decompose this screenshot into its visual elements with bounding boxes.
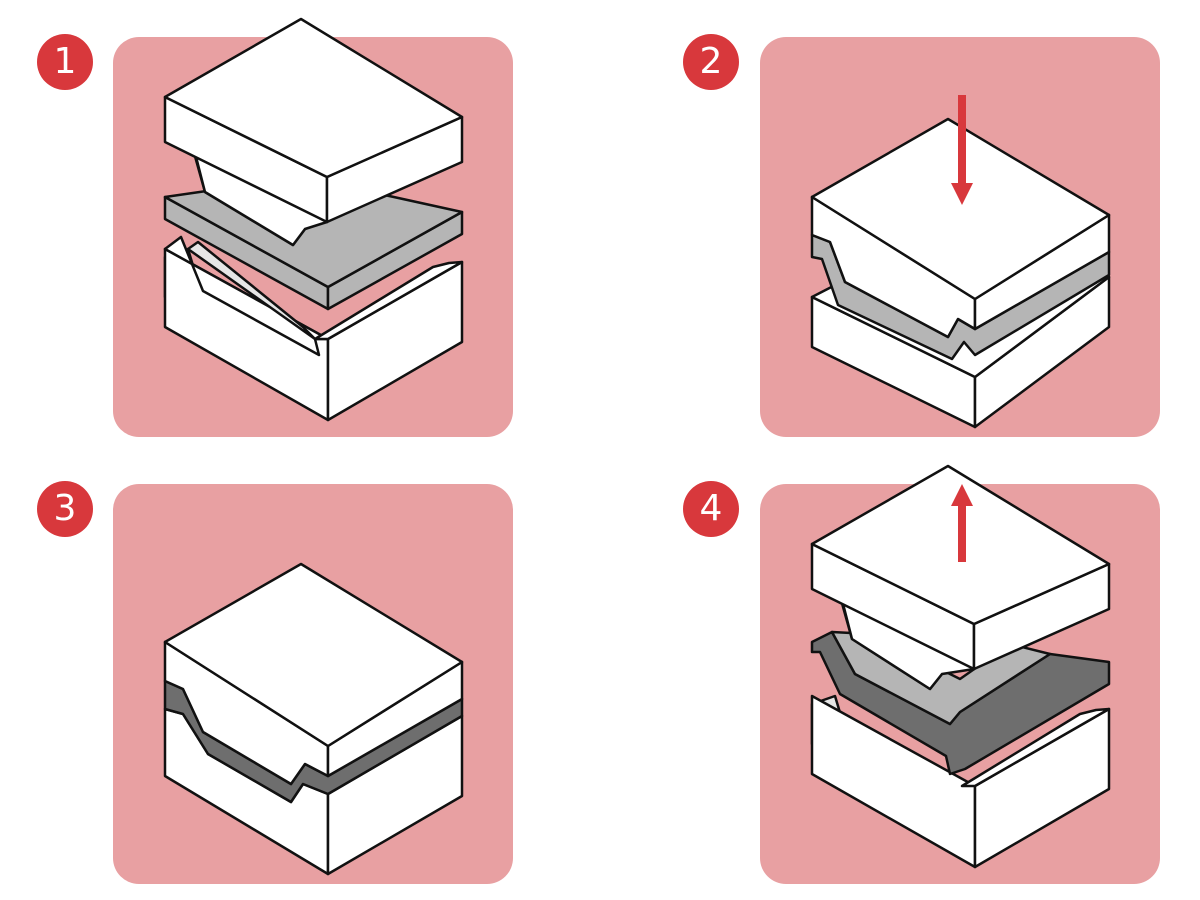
upper-mold-top-face xyxy=(810,117,1111,301)
step-2-panel xyxy=(760,37,1160,437)
lower-mold-right-rim xyxy=(313,260,464,341)
mold-pressing-down-arrow-icon xyxy=(810,95,1111,429)
lower-mold-right-rim xyxy=(960,707,1111,788)
lift-up-arrow xyxy=(951,484,973,562)
upper-mold-top-face xyxy=(163,562,464,748)
step-4-badge: 4 xyxy=(683,481,739,537)
step-4-panel xyxy=(760,464,1160,884)
mold-closed-sheet-formed-icon xyxy=(163,562,464,876)
step-3-panel xyxy=(113,484,513,884)
mold-lifting-up-arrow-icon xyxy=(810,464,1111,869)
step-2-badge: 2 xyxy=(683,34,739,90)
upper-mold-block-top-face xyxy=(163,17,464,179)
press-down-arrow xyxy=(951,95,973,205)
mold-open-sheet-between-icon xyxy=(163,17,464,422)
step-1-panel xyxy=(113,17,513,437)
lower-mold-cavity-wall xyxy=(186,240,317,341)
step-1-badge: 1 xyxy=(37,34,93,90)
step-3-badge: 3 xyxy=(37,481,93,537)
